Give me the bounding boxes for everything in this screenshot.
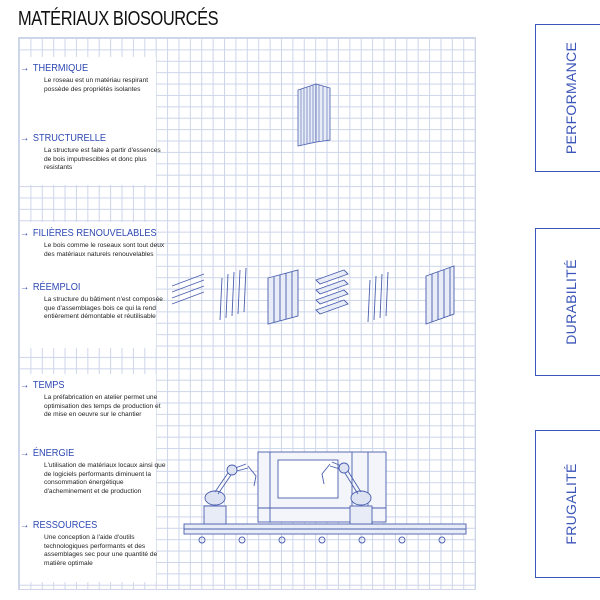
item-text: Une conception à l'aide d'outils technol… [44,534,158,567]
item-heading: THERMIQUE [32,63,89,74]
item-heading: STRUCTURELLE [32,133,106,144]
category-performance: PERFORMANCE [535,24,600,172]
item-filieres: →FILIÈRES RENOUVELABLES Le bois comme le… [20,228,164,259]
page-title: MATÉRIAUX BIOSOURCÉS [18,8,219,30]
arrow-right-icon: → [20,448,30,459]
item-text: La structure est faite à partir d'essenc… [44,147,161,172]
item-heading: RESSOURCES [32,520,98,531]
item-structurelle: →STRUCTURELLE La structure est faite à p… [20,133,161,173]
item-ressources: →RESSOURCES Une conception à l'aide d'ou… [20,520,160,568]
item-heading: TEMPS [32,380,65,391]
item-heading: ÉNERGIE [32,448,75,459]
category-label: DURABILITÉ [563,259,579,345]
arrow-right-icon: → [20,63,30,74]
category-label: PERFORMANCE [563,41,579,155]
arrow-right-icon: → [20,520,30,531]
item-text: La structure du bâtiment n'est composée … [44,296,163,321]
item-heading: RÉEMPLOI [32,282,81,293]
item-energie: →ÉNERGIE L'utilisation de matériaux loca… [20,448,165,496]
category-durabilite: DURABILITÉ [535,228,600,376]
category-frugalite: FRUGALITÉ [535,430,600,578]
panel-durabilite: →FILIÈRES RENOUVELABLES Le bois comme le… [20,222,164,348]
item-text: Le roseau est un matériau respirant poss… [44,77,149,93]
item-reemploi: →RÉEMPLOI La structure du bâtiment n'est… [20,282,163,322]
item-text: L'utilisation de matériaux locaux ainsi … [44,462,166,495]
category-label: FRUGALITÉ [563,463,579,545]
item-thermique: →THERMIQUE Le roseau est un matériau res… [20,63,160,94]
arrow-right-icon: → [20,380,30,391]
item-temps: →TEMPS La préfabrication en atelier perm… [20,380,161,420]
item-heading: FILIÈRES RENOUVELABLES [32,228,157,239]
insulation-panel-sketch [297,83,331,147]
arrow-right-icon: → [20,228,30,239]
robotic-fabrication-sketch [183,451,467,544]
item-text: La préfabrication en atelier permet une … [44,394,161,419]
exploded-components-sketch [171,265,455,325]
arrow-right-icon: → [20,133,30,144]
panel-frugalite: →TEMPS La préfabrication en atelier perm… [20,374,165,582]
panel-performance: →THERMIQUE Le roseau est un matériau res… [20,57,161,185]
item-text: Le bois comme le roseaux sont tout deux … [44,242,165,258]
arrow-right-icon: → [20,282,30,293]
